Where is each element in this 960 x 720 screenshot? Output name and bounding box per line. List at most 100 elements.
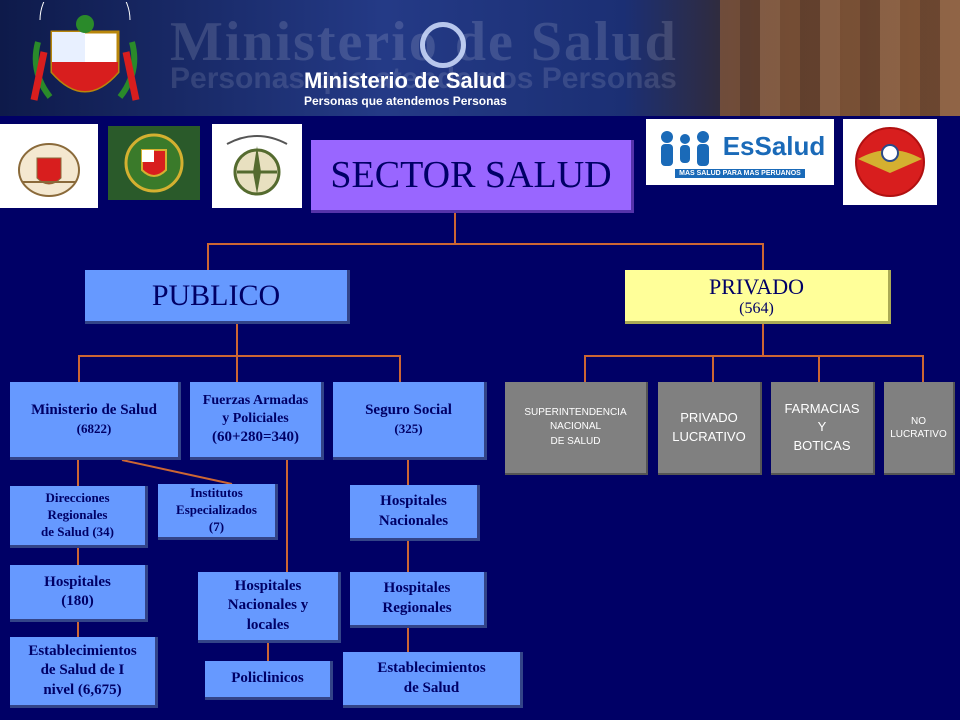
- no-lucrativo-box: NO LUCRATIVO: [884, 382, 955, 475]
- family-icon: [660, 130, 709, 166]
- policlinicos-label: Policlinicos: [231, 670, 304, 687]
- superintendencia-line3: DE SALUD: [550, 435, 601, 447]
- essalud-wordmark: EsSalud: [655, 127, 826, 167]
- header-banner: Ministerio de Salud Personas que atendem…: [0, 0, 960, 116]
- connector-superintendencia: [584, 355, 586, 382]
- connector-ffaa: [236, 355, 238, 382]
- establecimientos-minsa-line2: de Salud de I: [40, 662, 125, 679]
- essalud-logo: EsSalud MAS SALUD PARA MAS PERUANOS: [646, 119, 834, 185]
- privado-box: PRIVADO (564): [625, 270, 891, 324]
- banner-photos: [720, 0, 960, 116]
- connector-privado-down: [762, 323, 764, 356]
- establecimientos-seguro-line1: Establecimientos: [377, 660, 486, 676]
- connector-minsa-chain: [77, 460, 79, 638]
- privado-label: PRIVADO: [709, 273, 804, 299]
- connector-publico: [207, 243, 209, 270]
- hospitales-ffaa-box: Hospitales Nacionales y locales: [198, 572, 341, 643]
- hosp-minsa-line1: Hospitales: [44, 573, 111, 590]
- connector-ffaa-chain: [286, 460, 288, 572]
- hosp-regionales-line2: Regionales: [382, 599, 452, 616]
- hosp-nacionales-line1: Hospitales: [380, 493, 447, 509]
- establecimientos-seguro-box: Establecimientos de Salud: [343, 652, 523, 708]
- connector-publico-down: [236, 323, 238, 356]
- air-force-emblem-icon: [855, 127, 925, 197]
- connector-root-horizontal: [207, 243, 764, 245]
- seguro-social-box: Seguro Social (325): [333, 382, 487, 460]
- connector-privado-lucrativo: [712, 355, 714, 382]
- connector-farmacias: [818, 355, 820, 382]
- publico-box: PUBLICO: [85, 270, 350, 324]
- hosp-nacionales-line2: Nacionales: [378, 512, 449, 529]
- establecimientos-seguro-line2: de Salud: [403, 679, 460, 696]
- privado-count: (564): [739, 299, 774, 317]
- banner-watermark-sub: Personas que atendemos Personas: [170, 62, 677, 95]
- ministry-logo-icon: [420, 22, 466, 68]
- direcciones-line1: Direcciones: [45, 490, 110, 506]
- institutos-line3: (7): [208, 518, 225, 534]
- connector-seguro-chain: [407, 460, 409, 656]
- ffaa-line2: y Policiales: [222, 410, 289, 426]
- hosp-ffaa-line2: Nacionales y: [227, 597, 309, 614]
- hosp-regionales-line1: Hospitales: [383, 580, 451, 596]
- superintendencia-line1: SUPERINTENDENCIA: [524, 406, 627, 418]
- connector-root: [454, 212, 456, 244]
- navy-shield-icon: [18, 143, 80, 197]
- hospitales-nacionales-box: Hospitales Nacionales: [350, 485, 480, 541]
- policia-logo: [108, 126, 200, 200]
- hosp-ffaa-line1: Hospitales: [234, 577, 302, 594]
- seguro-count: (325): [394, 420, 423, 436]
- superintendencia-line2: NACIONAL: [549, 421, 602, 433]
- direcciones-line2: Regionales: [47, 507, 108, 523]
- privado-lucrativo-line2: LUCRATIVO: [672, 428, 746, 444]
- privado-lucrativo-line1: PRIVADO: [680, 410, 738, 426]
- peru-coat-of-arms-icon: [30, 2, 140, 101]
- connector-privado-horizontal: [584, 355, 924, 357]
- minsa-count: (6822): [76, 420, 112, 436]
- minsa-box: Ministerio de Salud (6822): [10, 382, 181, 460]
- police-emblem-icon: [124, 133, 184, 193]
- institutos-line2: Especializados: [176, 502, 257, 518]
- connector-policlinicos: [267, 643, 269, 663]
- ffaa-line1: Fuerzas Armadas: [202, 392, 309, 408]
- connector-privado: [762, 243, 764, 270]
- minsa-label: Ministerio de Salud: [31, 402, 157, 419]
- hospitales-regionales-box: Hospitales Regionales: [350, 572, 487, 628]
- ffaa-box: Fuerzas Armadas y Policiales (60+280=340…: [190, 382, 324, 460]
- establecimientos-minsa-box: Establecimientos de Salud de I nivel (6,…: [10, 637, 158, 708]
- connector-no-lucrativo: [922, 355, 924, 382]
- marina-logo: [0, 124, 98, 208]
- hosp-minsa-line2: (180): [61, 593, 94, 609]
- farmacias-line2: Y: [817, 419, 827, 435]
- banner-slogan: Personas que atendemos Personas: [304, 94, 507, 108]
- essalud-slogan: MAS SALUD PARA MAS PERUANOS: [675, 168, 805, 178]
- farmacias-box: FARMACIAS Y BOTICAS: [771, 382, 875, 475]
- connector-publico-horizontal: [78, 355, 400, 357]
- no-lucrativo-line1: NO: [911, 415, 926, 427]
- publico-label: PUBLICO: [151, 278, 281, 312]
- institutos-line1: Institutos: [190, 485, 243, 501]
- hosp-ffaa-line3: locales: [246, 616, 290, 633]
- farmacias-line1: FARMACIAS: [784, 401, 860, 417]
- fap-logo: [843, 119, 937, 205]
- army-emblem-icon: [226, 135, 288, 196]
- hospitales-minsa-box: Hospitales (180): [10, 565, 148, 622]
- connector-minsa-institutos: [121, 459, 233, 485]
- direcciones-regionales-box: Direcciones Regionales de Salud (34): [10, 486, 148, 548]
- ffaa-count: (60+280=340): [211, 428, 300, 445]
- privado-lucrativo-box: PRIVADO LUCRATIVO: [658, 382, 762, 475]
- seguro-label: Seguro Social: [365, 402, 452, 419]
- essalud-name: EsSalud: [722, 131, 826, 161]
- establecimientos-minsa-line1: Establecimientos: [28, 642, 137, 659]
- banner-ministry-name: Ministerio de Salud: [304, 68, 506, 93]
- institutos-box: Institutos Especializados (7): [158, 484, 278, 540]
- farmacias-line3: BOTICAS: [793, 437, 851, 453]
- connector-seguro: [399, 355, 401, 382]
- sector-salud-label: SECTOR SALUD: [330, 154, 612, 196]
- superintendencia-box: SUPERINTENDENCIA NACIONAL DE SALUD: [505, 382, 648, 475]
- connector-minsa: [78, 355, 80, 382]
- policlinicos-box: Policlinicos: [205, 661, 333, 700]
- no-lucrativo-line2: LUCRATIVO: [890, 428, 947, 440]
- sector-salud-box: SECTOR SALUD: [311, 140, 634, 213]
- establecimientos-minsa-line3: nivel (6,675): [43, 681, 122, 698]
- ejercito-logo: [212, 124, 302, 208]
